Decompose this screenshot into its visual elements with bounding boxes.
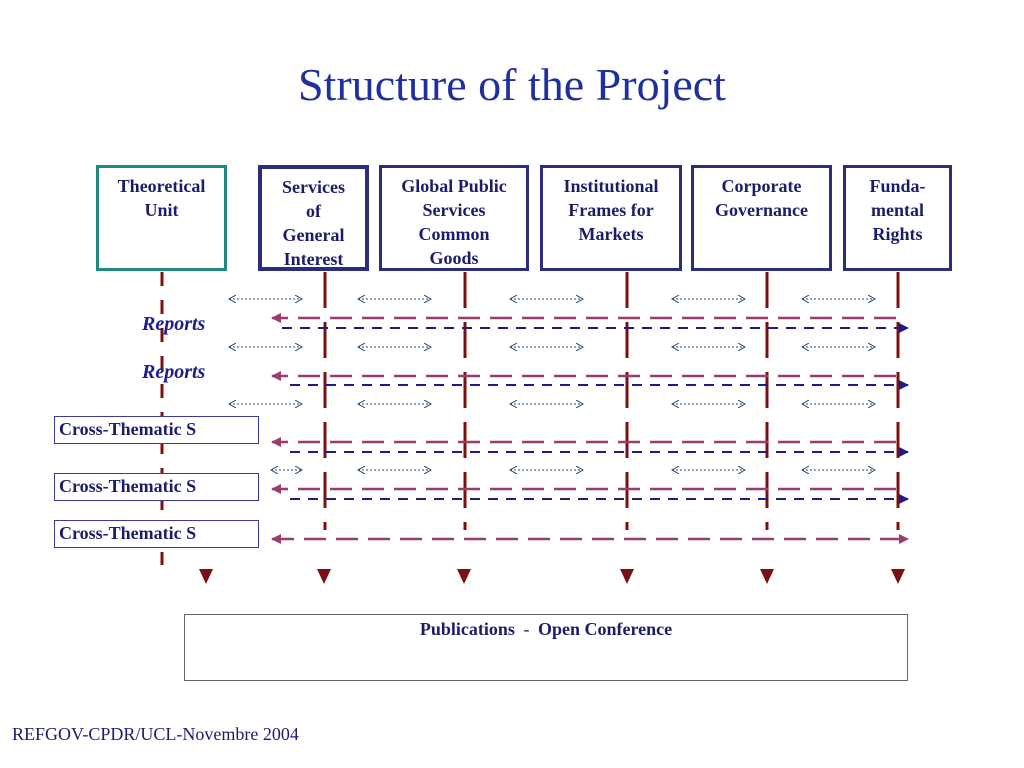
- unit-label-line: Unit: [144, 200, 179, 220]
- down-arrows: [199, 569, 905, 584]
- reports-label-2: Reports: [142, 361, 206, 383]
- feedback-arrows: [271, 313, 896, 494]
- unit-label-line: Services: [422, 200, 486, 220]
- publications-separator: -: [523, 619, 530, 639]
- cross-thematic-box-1: Cross-Thematic S: [54, 416, 259, 444]
- unit-label-line: Theoretical: [117, 176, 206, 196]
- unit-label-line: Governance: [715, 200, 808, 220]
- publications-label: Publications: [419, 619, 515, 639]
- unit-box-institutional: Institutional Frames for Markets: [540, 165, 682, 271]
- exchange-arrows: [229, 299, 875, 470]
- unit-box-global: Global Public Services Common Goods: [379, 165, 529, 271]
- unit-label-line: mental: [871, 200, 924, 220]
- unit-box-services: Services of General Interest: [258, 165, 369, 271]
- publications-box: Publications - Open Conference: [184, 614, 908, 681]
- forward-arrows: [282, 323, 909, 504]
- unit-label-line: General: [282, 225, 345, 245]
- unit-label-line: Markets: [578, 224, 644, 244]
- cross-thematic-box-2: Cross-Thematic S: [54, 473, 259, 501]
- unit-label-line: Goods: [429, 248, 479, 268]
- unit-box-corporate: Corporate Governance: [691, 165, 832, 271]
- unit-label-line: of: [306, 201, 321, 221]
- unit-box-rights: Funda- mental Rights: [843, 165, 952, 271]
- reports-label-1: Reports: [142, 313, 206, 335]
- page-title: Structure of the Project: [298, 59, 726, 110]
- unit-label-line: Interest: [283, 249, 344, 269]
- unit-label-line: Funda-: [869, 176, 926, 196]
- unit-label-line: Corporate: [721, 176, 802, 196]
- unit-label-line: Institutional: [563, 176, 659, 196]
- unit-label-line: Common: [418, 224, 490, 244]
- cross-thematic-box-3: Cross-Thematic S: [54, 520, 259, 548]
- open-conference-label: Open Conference: [537, 619, 673, 639]
- unit-label-line: Frames for: [568, 200, 654, 220]
- footer-text: REFGOV-CPDR/UCL-Novembre 2004: [12, 724, 299, 744]
- unit-label-line: Rights: [872, 224, 923, 244]
- unit-box-theoretical: Theoretical Unit: [96, 165, 227, 271]
- unit-label-line: Services: [282, 177, 345, 197]
- unit-label-line: Global Public: [401, 176, 507, 196]
